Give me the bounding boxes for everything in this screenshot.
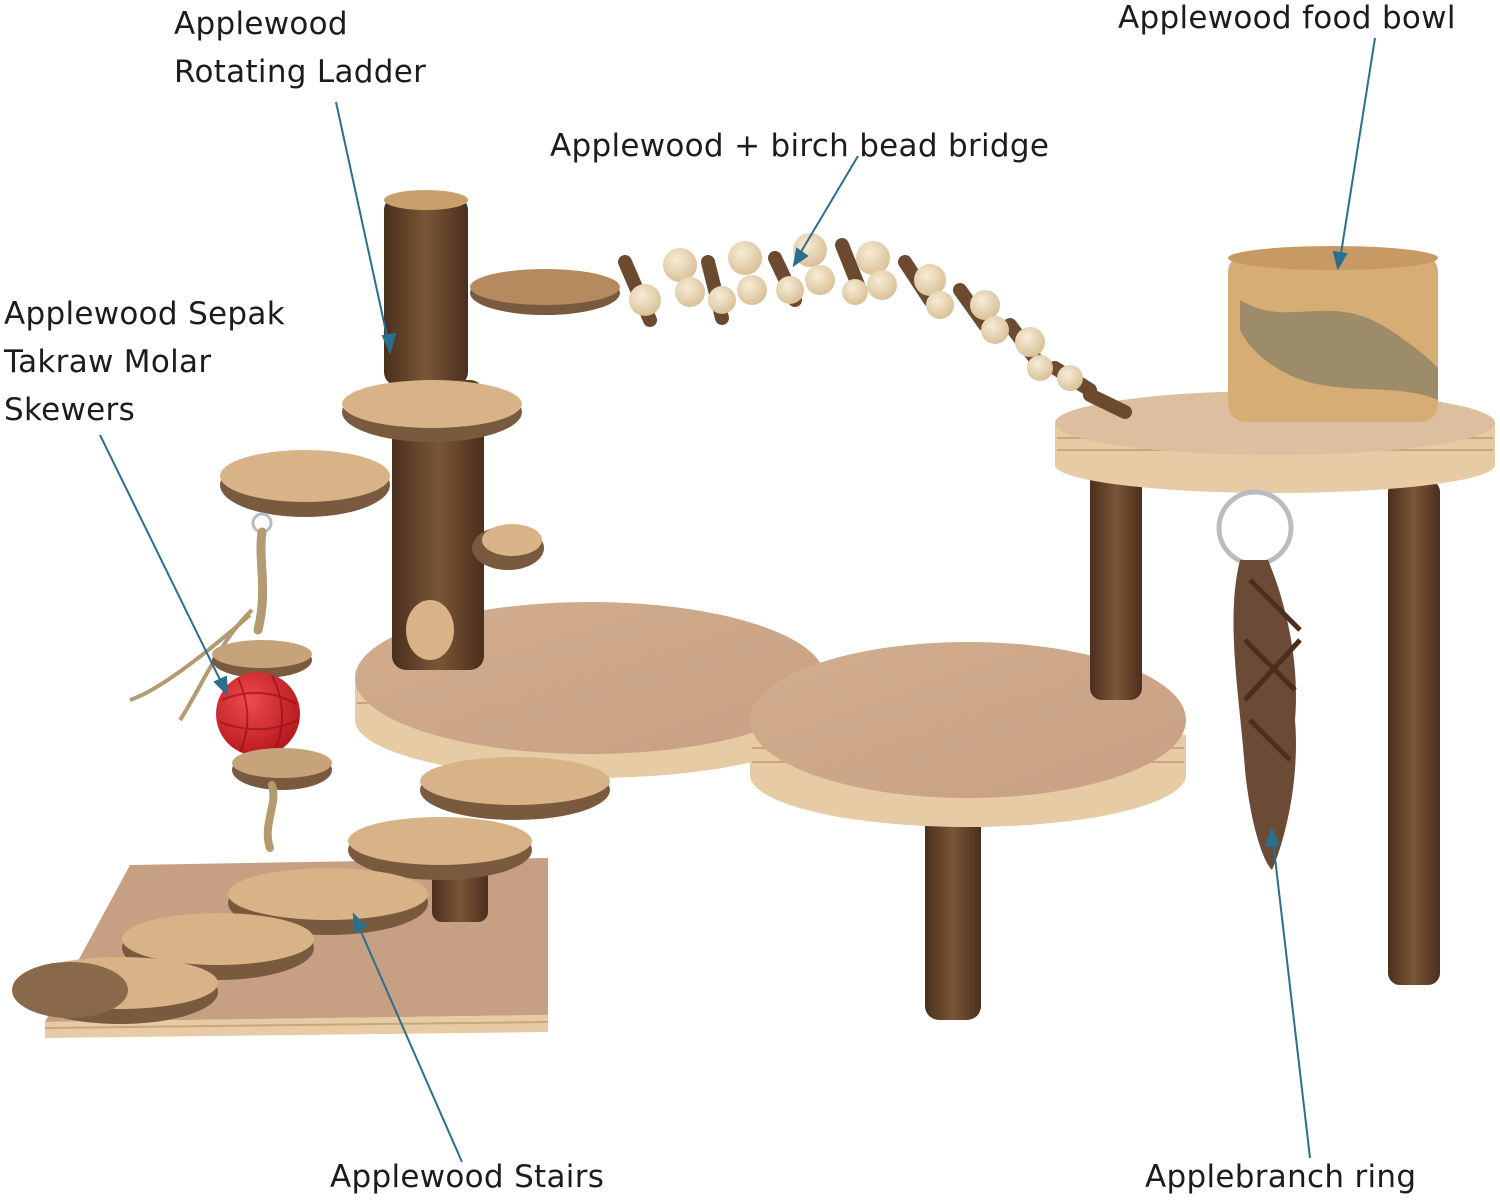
label-food-bowl: Applewood food bowl [1118,0,1456,42]
ladder-trunk-upper [384,196,468,386]
middle-round-platform [750,642,1186,827]
ladder-trunk-lower [392,380,484,670]
label-rotating-ladder-line1: Applewood [174,6,348,42]
food-bowl [1228,246,1438,422]
middle-platform-leg [925,810,981,1020]
label-sepak-takraw-line1: Applewood Sepak [4,296,285,332]
label-sepak-takraw-line2: Takraw Molar [4,344,212,380]
label-applebranch-ring: Applebranch ring [1145,1153,1416,1200]
label-bead-bridge-text: Applewood + birch bead bridge [550,128,1050,164]
red-rattan-ball [216,672,300,756]
label-stairs-text: Applewood Stairs [330,1159,605,1195]
label-bead-bridge: Applewood + birch bead bridge [550,122,1049,170]
right-platform-leg-right [1388,480,1440,985]
leader-lines [99,37,1376,1163]
applebranch-ring [1216,489,1302,870]
label-rotating-ladder: Applewood Rotating Ladder [174,0,426,96]
label-rotating-ladder-line2: Rotating Ladder [174,54,427,90]
label-sepak-takraw-line3: Skewers [4,392,136,428]
label-stairs: Applewood Stairs [330,1153,604,1200]
label-applebranch-ring-text: Applebranch ring [1145,1159,1417,1195]
label-sepak-takraw: Applewood Sepak Takraw Molar Skewers [4,290,285,434]
ladder-steps [220,269,620,570]
label-food-bowl-text: Applewood food bowl [1118,0,1456,36]
bead-bridge [618,233,1132,419]
stairs-slices [12,757,610,1024]
sepak-takraw-toy [129,512,332,852]
right-platform-leg-left [1090,470,1142,700]
